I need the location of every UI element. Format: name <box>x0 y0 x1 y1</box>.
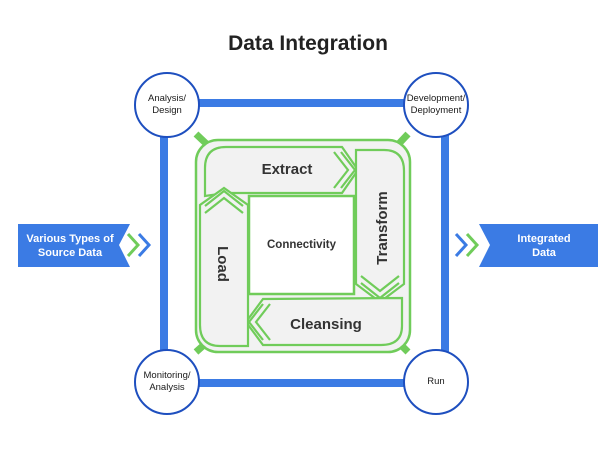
input-chevron-green <box>126 232 141 258</box>
step-extract: Extract <box>261 160 313 178</box>
corner-circle-top-left <box>134 72 200 138</box>
input-chevron-blue <box>137 232 152 258</box>
corner-circle-bottom-left <box>134 349 200 415</box>
output-label-line: Data <box>532 246 556 259</box>
input-banner <box>18 224 130 267</box>
corner-circle-bottom-right <box>403 349 469 415</box>
output-banner <box>479 224 598 267</box>
input-label-line: Various Types of <box>26 232 114 245</box>
step-load: Load <box>214 246 232 282</box>
lifecycle-frame <box>160 99 449 387</box>
extract-arrow <box>203 145 360 198</box>
output-chevron-green <box>465 232 480 258</box>
output-label-line: Integrated <box>517 232 571 245</box>
load-arrow <box>198 186 250 348</box>
connectivity-core <box>247 194 356 296</box>
center-label: Connectivity <box>266 239 336 251</box>
page-title: Data Integration <box>228 32 388 55</box>
step-transform: Transform <box>373 191 391 265</box>
output-chevron-blue <box>454 232 469 258</box>
corner-circle-top-right <box>403 72 469 138</box>
step-cleansing: Cleansing <box>290 315 362 333</box>
input-label-line: Source Data <box>37 246 103 259</box>
